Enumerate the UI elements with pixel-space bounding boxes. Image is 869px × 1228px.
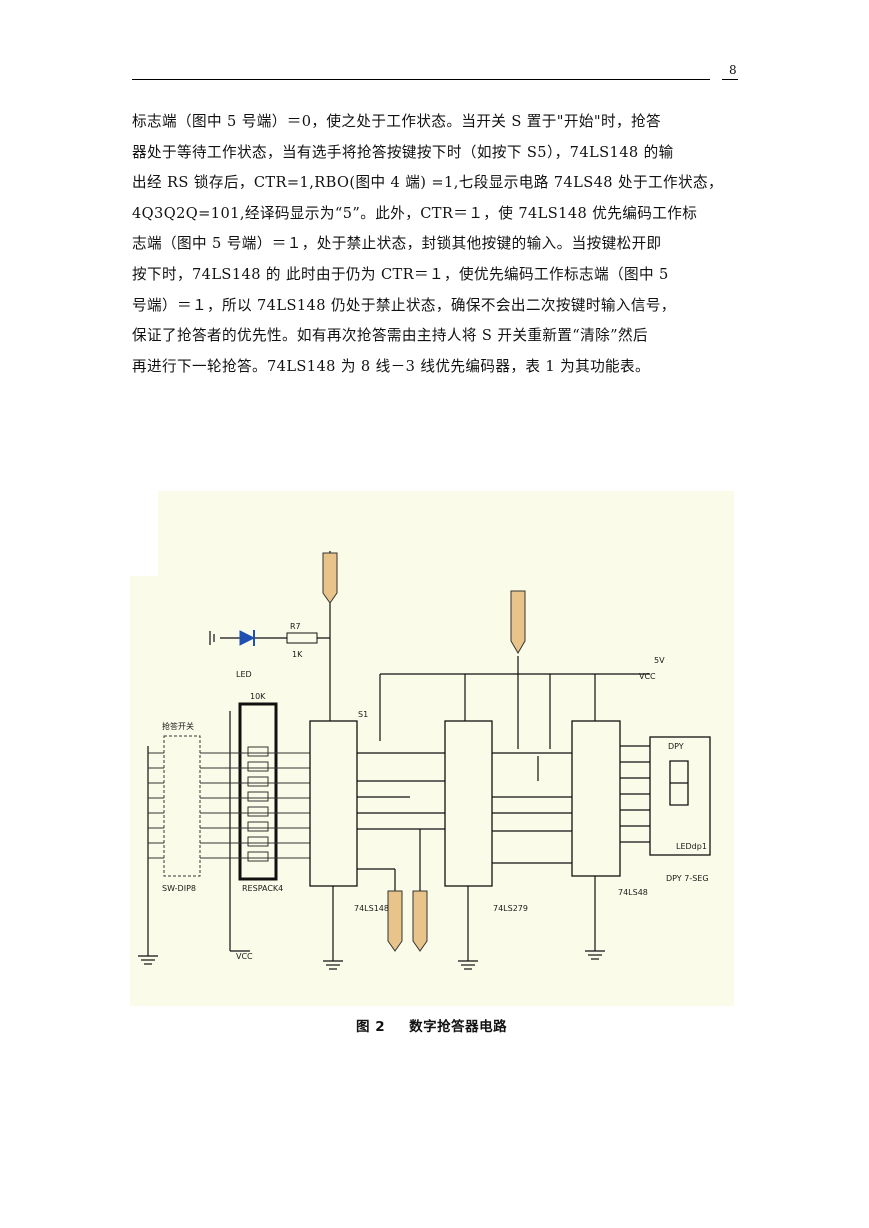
display-sub: LEDdp1 — [676, 842, 707, 851]
ic2-label: 74LS279 — [493, 904, 528, 913]
display-part: DPY 7-SEG — [666, 874, 709, 883]
page-number: 8 — [729, 63, 737, 77]
resistor-r-label: R7 — [290, 622, 301, 631]
display-title: DPY — [668, 742, 684, 751]
ic1-label: 74LS148 — [354, 904, 389, 913]
paragraph-line: 出经 RS 锁存后，CTR=1,RBO(图中 4 端) =1,七段显示电路 74… — [132, 174, 723, 192]
caption-number: 图 2 — [356, 1019, 386, 1035]
vcc-bottom-label: VCC — [236, 952, 253, 961]
switch-array-title: 抢答开关 — [162, 721, 194, 731]
header-rule-tail — [722, 79, 738, 80]
header-rule — [132, 79, 710, 80]
vcc-top-label: VCC — [639, 672, 656, 681]
body-paragraph: 标志端（图中 5 号端）＝0，使之处于工作状态。当开关 S 置于"开始"时，抢答… — [132, 107, 742, 382]
paragraph-line: 号端）＝１，所以 74LS148 仍处于禁止状态，确保不会出二次按键时输入信号， — [132, 296, 676, 314]
led-label: LED — [236, 670, 252, 679]
resistor-value-label: 1K — [292, 650, 303, 659]
ic3-label: 74LS48 — [618, 888, 648, 897]
paragraph-line: 按下时，74LS148 的 此时由于仍为 CTR＝１，使优先编码工作标志端（图中… — [132, 265, 669, 283]
resnet-part: RESPACK4 — [242, 884, 283, 893]
resnet-value: 10K — [250, 692, 266, 701]
figure-caption: 图 2 数字抢答器电路 — [356, 1015, 507, 1035]
paragraph-line: 4Q3Q2Q=101,经译码显示为“5”。此外，CTR＝１，使 74LS148 … — [132, 204, 698, 222]
paragraph-line: 标志端（图中 5 号端）＝0，使之处于工作状态。当开关 S 置于"开始"时，抢答 — [132, 113, 661, 130]
supply-label: 5V — [654, 656, 665, 665]
switch-array-part: SW-DIP8 — [162, 884, 196, 893]
paragraph-line: 器处于等待工作状态，当有选手将抢答按键按下时（如按下 S5），74LS148 的… — [132, 143, 674, 161]
s1-label: S1 — [358, 710, 368, 719]
circuit-figure: 5V VCC R7 1K LED 抢答开关 SW-DIP8 10K RESPAC… — [130, 491, 734, 1006]
caption-text: 数字抢答器电路 — [409, 1019, 508, 1035]
circuit-diagram: 5V VCC R7 1K LED 抢答开关 SW-DIP8 10K RESPAC… — [130, 491, 711, 970]
paragraph-line: 保证了抢答者的优先性。如有再次抢答需由主持人将 S 开关重新置“清除”然后 — [132, 327, 648, 345]
paragraph-line: 再进行下一轮抢答。74LS148 为 8 线－3 线优先编码器，表 1 为其功能… — [132, 357, 651, 375]
paragraph-line: 志端（图中 5 号端）＝１，处于禁止状态，封锁其他按键的输入。当按键松开即 — [132, 235, 662, 253]
